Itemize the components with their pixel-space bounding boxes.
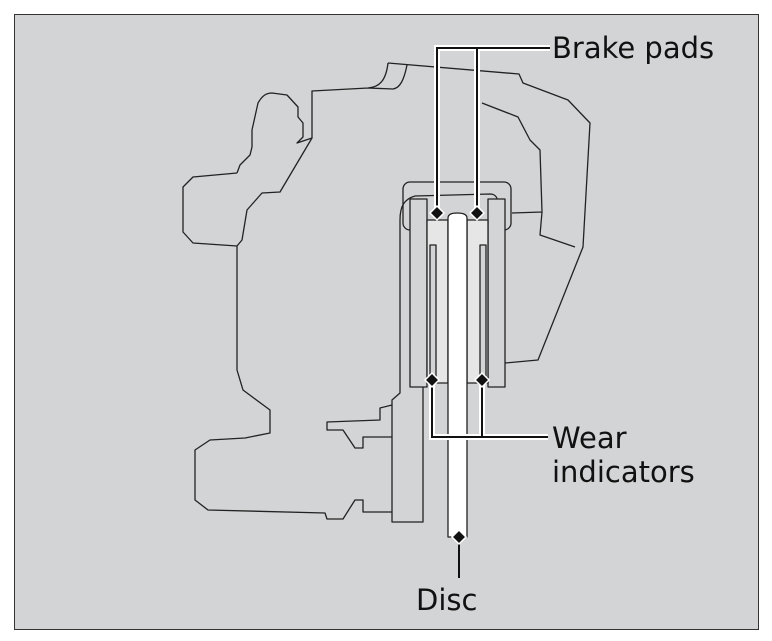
brake-pad-marker: [428, 204, 446, 222]
mount-bracket-outline: [326, 383, 424, 523]
brake-disc: [447, 212, 468, 538]
caliper-inner-line: [481, 102, 576, 248]
left-backing-plate: [409, 198, 428, 388]
right-wear-indicator: [479, 244, 487, 378]
left-wear-indicator: [429, 244, 437, 378]
wear-indicator-marker: [423, 371, 441, 389]
caliper-top-lines: [194, 62, 408, 520]
right-backing-plate: [487, 198, 506, 388]
label-disc: Disc: [416, 583, 477, 617]
caliper-head-outline: [182, 92, 313, 247]
wear-indicator-marker: [473, 371, 491, 389]
disc-marker: [450, 528, 468, 546]
caliper-body-outline: [387, 62, 591, 364]
markers: [423, 204, 491, 546]
leader-lines: [429, 45, 550, 578]
label-brake-pads: Brake pads: [552, 31, 714, 65]
diagram-frame: [14, 14, 759, 630]
brake-pad-marker: [468, 204, 486, 222]
label-wear-line1: Wear: [552, 421, 627, 455]
label-wear-line2: indicators: [552, 455, 695, 489]
